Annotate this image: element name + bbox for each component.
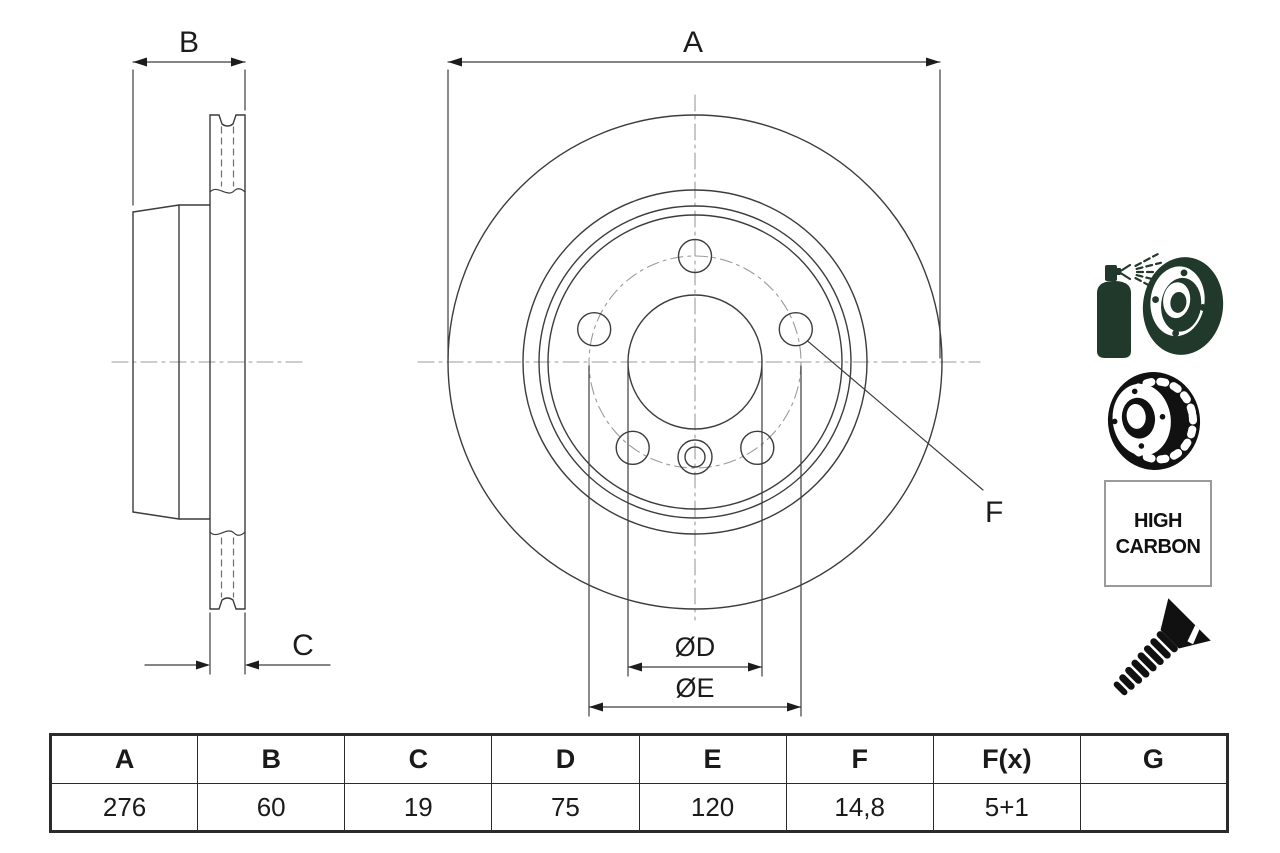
spray-can-body <box>1097 281 1131 358</box>
dim-e-arrow-left <box>589 702 603 712</box>
table-value-cell: 5+1 <box>932 783 1081 832</box>
table-value-cell: 120 <box>638 783 787 832</box>
dim-label-oe: ØE <box>675 673 714 703</box>
cross-section-view <box>132 114 246 610</box>
spec-table: A B C D E F F(x) G 276 60 19 75 120 14,8… <box>49 733 1229 833</box>
table-value-cell: 276 <box>49 783 199 832</box>
table-header-cell: G <box>1079 734 1229 784</box>
spec-table-value-row: 276 60 19 75 120 14,8 5+1 <box>49 783 1229 832</box>
dim-d-arrow-left <box>628 662 642 672</box>
table-header-cell: D <box>491 734 640 784</box>
table-header-cell: F(x) <box>932 734 1081 784</box>
dim-c-arrow-left <box>196 660 210 670</box>
table-header-cell: C <box>344 734 493 784</box>
dim-C: C <box>144 612 331 675</box>
bolt-hole <box>778 312 813 347</box>
spray-can <box>1097 265 1131 358</box>
table-value-cell: 19 <box>344 783 493 832</box>
ring-bottom-edge <box>209 597 246 610</box>
dim-e-arrow-right <box>787 702 801 712</box>
spray-can-coating-icon <box>1097 253 1224 358</box>
dim-c-arrow-right <box>245 660 259 670</box>
spec-table-header-row: A B C D E F F(x) G <box>49 734 1229 784</box>
spray-can-cap <box>1105 265 1117 281</box>
dim-label-b: B <box>179 26 199 59</box>
table-header-cell: A <box>49 734 199 784</box>
coated-disc <box>1142 257 1224 355</box>
screw-head-slot <box>1187 625 1200 645</box>
hat-top-edge <box>132 204 211 213</box>
pin-hole-outer <box>677 439 713 475</box>
table-value-cell: 14,8 <box>785 783 934 832</box>
table-value-cell <box>1079 783 1229 832</box>
countersunk-screw-icon <box>1113 598 1211 696</box>
hat-edge-circle <box>538 205 852 519</box>
bolt-hole <box>740 430 775 465</box>
hat-bottom-edge <box>132 511 211 520</box>
leader-f-line <box>806 340 984 491</box>
dim-label-a: A <box>683 26 703 59</box>
bolt-circle-centerline <box>588 255 802 469</box>
vented-brake-disc-icon <box>1107 372 1201 470</box>
break-line-bottom <box>209 530 246 536</box>
screw-head <box>1160 598 1211 649</box>
bolt-hole <box>677 238 713 274</box>
leader-F: F <box>806 340 1003 529</box>
dim-d-arrow-right <box>748 662 762 672</box>
table-header-cell: F <box>785 734 934 784</box>
high-carbon-badge: HIGH CARBON <box>1104 480 1212 587</box>
table-value-cell: 75 <box>491 783 640 832</box>
technical-drawing: B C A <box>111 26 1224 717</box>
disc-outer-circle <box>447 114 943 610</box>
dim-b-arrow-right <box>231 57 245 67</box>
spray-mist <box>1117 253 1162 287</box>
centerlines <box>111 94 981 621</box>
dim-a-arrow-right <box>926 57 940 67</box>
dim-B: B <box>132 26 246 206</box>
high-carbon-line1: HIGH <box>1134 509 1183 532</box>
dim-label-od: ØD <box>675 632 716 662</box>
table-value-cell: 60 <box>197 783 346 832</box>
hat-face-circle <box>547 214 843 510</box>
table-header-cell: E <box>638 734 787 784</box>
dim-label-f: F <box>985 496 1003 529</box>
pin-hole-inner <box>684 446 706 468</box>
dim-A: A <box>447 26 941 359</box>
dim-b-arrow-left <box>133 57 147 67</box>
bolt-hole <box>577 312 612 347</box>
bolt-hole <box>615 430 650 465</box>
front-view <box>447 114 943 610</box>
dim-D: ØD <box>627 365 763 677</box>
ring-top-edge <box>209 114 246 127</box>
break-line-top <box>209 188 246 194</box>
screw-threads <box>1113 631 1178 696</box>
dim-a-arrow-left <box>448 57 462 67</box>
high-carbon-line2: CARBON <box>1115 535 1201 558</box>
vent-channel-dashes <box>220 126 235 598</box>
friction-surface-inner-circle <box>522 189 868 535</box>
bolt-holes <box>577 238 813 465</box>
center-bore-circle <box>627 294 763 430</box>
dim-E: ØE <box>588 365 802 717</box>
dim-label-c: C <box>292 629 314 662</box>
table-header-cell: B <box>197 734 346 784</box>
